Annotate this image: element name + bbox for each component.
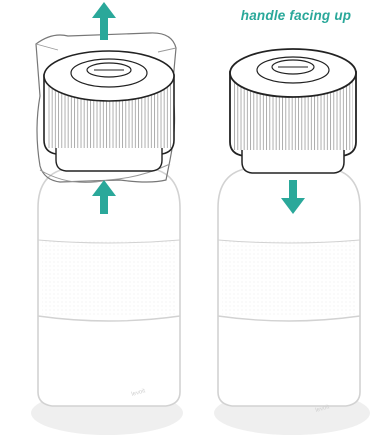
purifier-base-right: levoit (214, 167, 370, 435)
lift-arrow-bottom (92, 180, 116, 214)
lift-arrow-top (92, 2, 116, 40)
plastic-bag (35, 32, 177, 183)
new-filter-cartridge (229, 48, 357, 174)
perforated-grille-left (42, 240, 176, 316)
brand-mark-left: levoit (131, 388, 146, 398)
perforated-grille-right (222, 240, 356, 316)
brand-mark-right: levoit (315, 404, 330, 414)
insert-arrow (281, 180, 305, 214)
old-filter-cartridge (43, 50, 175, 172)
purifier-base-left: levoit (31, 167, 183, 435)
handle-orientation-caption: handle facing up (240, 8, 352, 23)
